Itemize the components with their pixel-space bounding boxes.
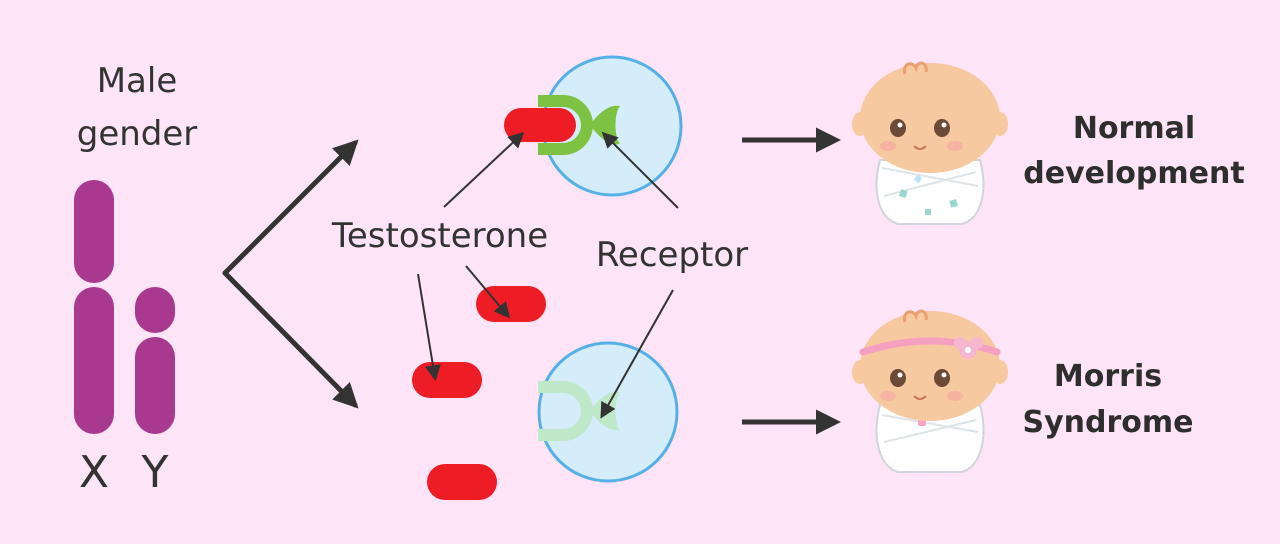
x-chromosome <box>74 180 114 434</box>
branch-arrows <box>222 139 359 409</box>
male-gender-label-line1: Male <box>97 61 178 101</box>
pointer-lines <box>417 131 679 419</box>
testosterone-bound <box>504 108 576 142</box>
pointer-testosterone-bound <box>443 131 525 208</box>
morris-syndrome-label-line1: Morris <box>1054 359 1162 394</box>
pointer-receptor-active <box>601 131 679 209</box>
chromosome-y-label: Y <box>141 447 169 498</box>
testosterone-free-1 <box>476 286 546 322</box>
baby-boy-swaddled-icon <box>852 61 1008 225</box>
chromosome-x-label: X <box>79 447 109 498</box>
normal-development-label-line1: Normal <box>1073 111 1195 146</box>
pointer-testosterone-free-2 <box>417 273 441 382</box>
branch-arrow-down <box>222 270 359 409</box>
pointer-testosterone-free-1 <box>465 265 511 319</box>
testosterone-label: Testosterone <box>331 216 548 256</box>
baby-girl-swaddled-headband-icon <box>852 309 1008 473</box>
morris-syndrome-label-line2: Syndrome <box>1022 405 1193 440</box>
male-gender-label-line2: gender <box>77 114 198 154</box>
branch-arrow-up <box>222 139 359 276</box>
pointer-receptor-faded <box>600 289 674 419</box>
normal-development-label-line2: development <box>1023 156 1244 191</box>
top-cell <box>504 55 683 197</box>
bottom-cell <box>537 341 679 483</box>
testosterone-free-2 <box>412 362 482 398</box>
y-chromosome <box>135 287 175 434</box>
receptor-label: Receptor <box>596 235 748 275</box>
testosterone-free-3 <box>427 464 497 500</box>
